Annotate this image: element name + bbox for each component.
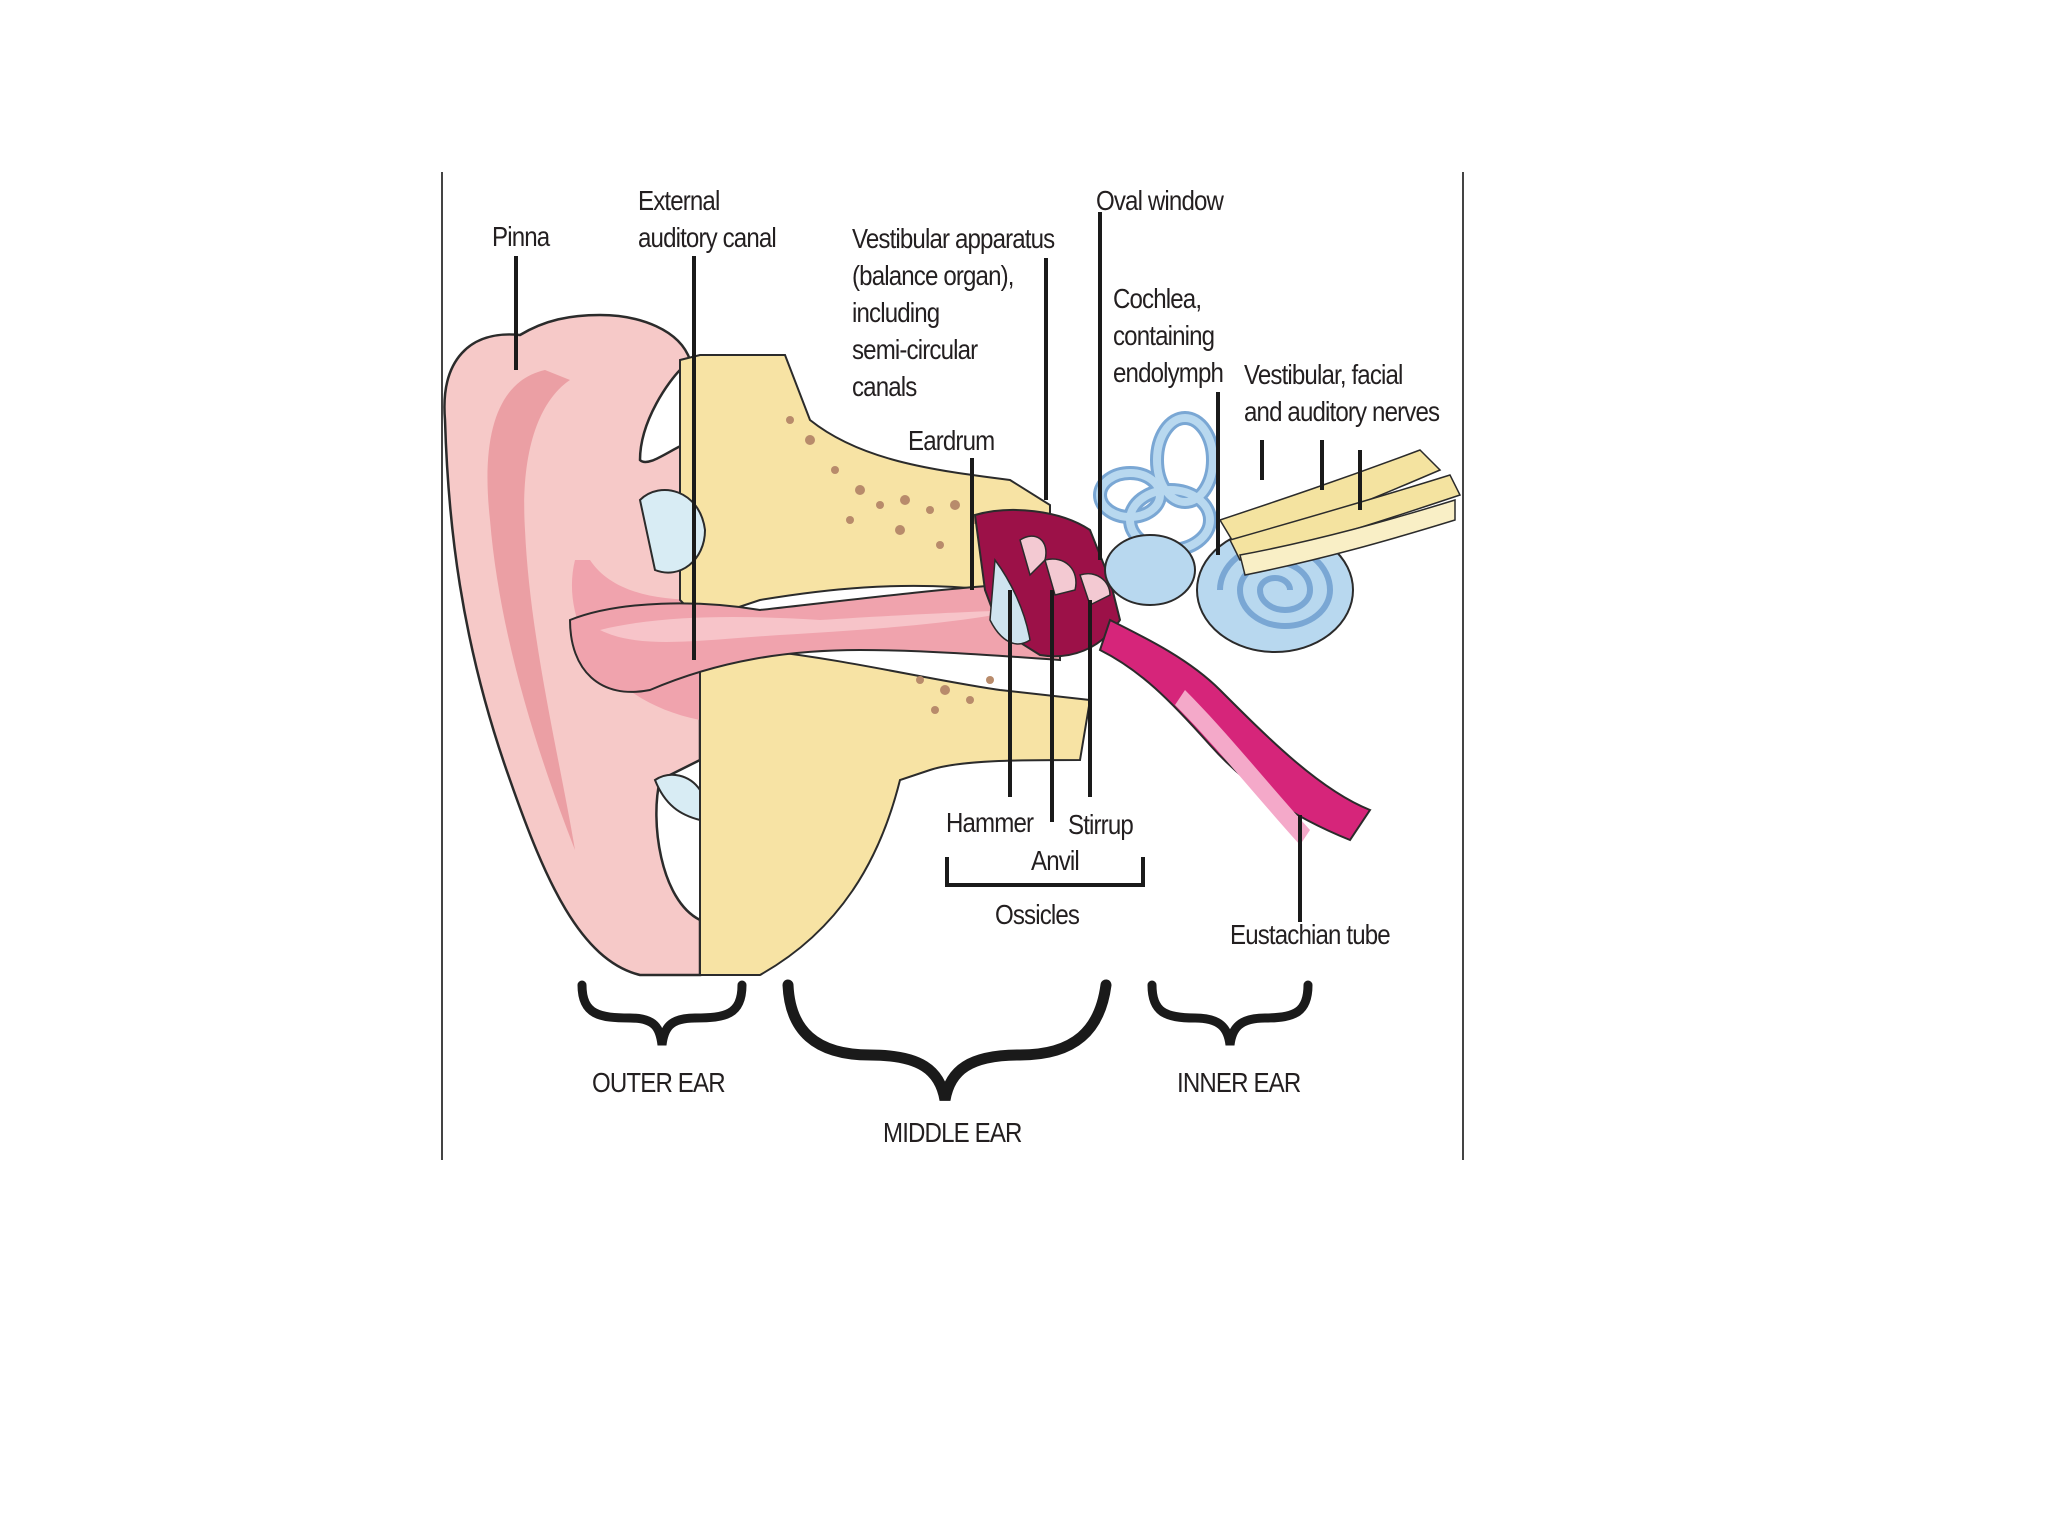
eustachian-tube-shape	[1098, 618, 1372, 842]
label-nerves-line-1: Vestibular, facial	[1244, 359, 1403, 390]
label-cochlea: Cochlea, containing endolymph	[1113, 280, 1224, 391]
outer-ear-brace	[577, 980, 747, 1046]
label-external-line-1: External	[638, 185, 720, 216]
label-middle-ear: MIDDLE EAR	[883, 1117, 1022, 1148]
bone-lower	[699, 648, 1092, 976]
label-inner-ear: INNER EAR	[1177, 1067, 1301, 1098]
middle-ear-brace	[782, 979, 1112, 1102]
inner-ear-brace	[1147, 980, 1313, 1046]
label-external-auditory-canal: External auditory canal	[638, 182, 777, 256]
label-anvil: Anvil	[1031, 845, 1080, 876]
label-eustachian-tube: Eustachian tube	[1230, 919, 1391, 950]
leader-lines	[514, 212, 1362, 922]
ossicle-stirrup	[1079, 573, 1111, 607]
pinna-fold	[487, 370, 575, 850]
label-stirrup: Stirrup	[1068, 809, 1134, 840]
ossicles-bracket	[945, 857, 1145, 887]
label-nerves-line-2: and auditory nerves	[1244, 396, 1440, 427]
canal-highlight	[600, 610, 1020, 642]
label-eardrum: Eardrum	[908, 425, 995, 456]
label-cochlea-line-1: Cochlea,	[1113, 283, 1202, 314]
label-vestibular-line-1: Vestibular apparatus	[852, 223, 1055, 254]
label-vestibular-line-4: semi-circular	[852, 334, 978, 365]
cartilage-lower	[653, 773, 701, 822]
vestibule	[1104, 534, 1196, 606]
label-outer-ear: OUTER EAR	[592, 1067, 726, 1098]
label-cochlea-line-3: endolymph	[1113, 357, 1224, 388]
eustachian-inner	[1175, 690, 1310, 845]
right-frame-line	[1462, 172, 1464, 1160]
cartilage-upper	[638, 489, 707, 574]
label-external-line-2: auditory canal	[638, 222, 777, 253]
label-cochlea-line-2: containing	[1113, 320, 1215, 351]
label-pinna: Pinna	[492, 221, 550, 252]
label-vestibular-line-2: (balance organ),	[852, 260, 1014, 291]
label-vestibular-line-3: including	[852, 297, 940, 328]
ossicle-anvil	[1044, 558, 1077, 596]
label-vestibular-line-5: canals	[852, 371, 917, 402]
label-hammer: Hammer	[946, 807, 1034, 838]
label-nerves: Vestibular, facial and auditory nerves	[1244, 356, 1440, 430]
label-ossicles: Ossicles	[995, 899, 1080, 930]
nerves-shape	[1218, 449, 1462, 576]
label-vestibular-apparatus: Vestibular apparatus (balance organ), in…	[852, 220, 1055, 405]
label-oval-window: Oval window	[1096, 185, 1224, 216]
left-frame-line	[441, 172, 443, 1160]
